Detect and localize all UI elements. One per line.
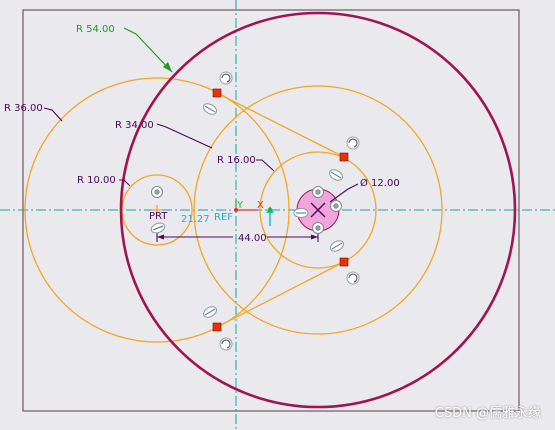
tangent-line-top[interactable] <box>216 92 345 158</box>
dimension-44[interactable]: 44.00 <box>238 233 267 244</box>
constraint-handle-icon[interactable] <box>312 222 324 234</box>
dimension-dia12[interactable]: Ø 12.00 <box>360 177 400 189</box>
tangent-icon[interactable] <box>202 305 219 320</box>
pin-icon[interactable] <box>266 206 274 226</box>
tangent-icon[interactable] <box>329 239 346 254</box>
dimension-r10[interactable]: R 10.00 <box>77 175 116 186</box>
dimension-r34[interactable]: R 34.00 <box>115 120 154 131</box>
tangent-icon[interactable] <box>293 208 309 218</box>
dimension-r36[interactable]: R 36.00 <box>4 103 43 114</box>
constraint-marker[interactable] <box>339 152 349 162</box>
constraint-marker[interactable] <box>339 257 349 267</box>
rotate-handle-icon[interactable] <box>219 337 233 351</box>
rotate-handle-icon[interactable] <box>346 136 360 150</box>
circle-r34[interactable] <box>193 85 443 335</box>
constraint-marker[interactable] <box>212 322 222 332</box>
tangent-line-bottom[interactable] <box>216 261 345 328</box>
dimension-r54[interactable]: R 54.00 <box>76 24 115 35</box>
tangent-icon[interactable] <box>328 168 345 183</box>
rotate-handle-icon[interactable] <box>346 271 360 285</box>
tangent-icon[interactable] <box>202 102 219 117</box>
constraint-handle-icon[interactable] <box>151 186 163 198</box>
axis-x-label: X <box>257 200 264 211</box>
dimension-ref-tag: REF <box>214 212 233 223</box>
constraint-marker[interactable] <box>212 88 222 98</box>
constraint-handle-icon[interactable] <box>330 200 342 212</box>
circle-r36[interactable] <box>24 77 290 343</box>
rotate-handle-icon[interactable] <box>219 71 233 85</box>
constraint-handle-icon[interactable] <box>312 186 324 198</box>
dimension-ref-value[interactable]: 21.27 <box>181 214 210 225</box>
dimension-r16[interactable]: R 16.00 <box>217 155 256 166</box>
axis-y-label: Y <box>236 200 244 211</box>
r10-center-mark <box>152 205 162 215</box>
dimension-leaders <box>43 27 359 242</box>
prt-label: PRT <box>149 211 168 222</box>
coordinate-system-icon <box>234 200 258 212</box>
circle-r54[interactable] <box>119 11 517 409</box>
circle-r16[interactable] <box>259 151 377 269</box>
tangent-icon[interactable] <box>150 221 166 234</box>
hub-center-mark <box>310 202 326 218</box>
watermark: CSDN @儒雅永缘 <box>434 406 541 421</box>
